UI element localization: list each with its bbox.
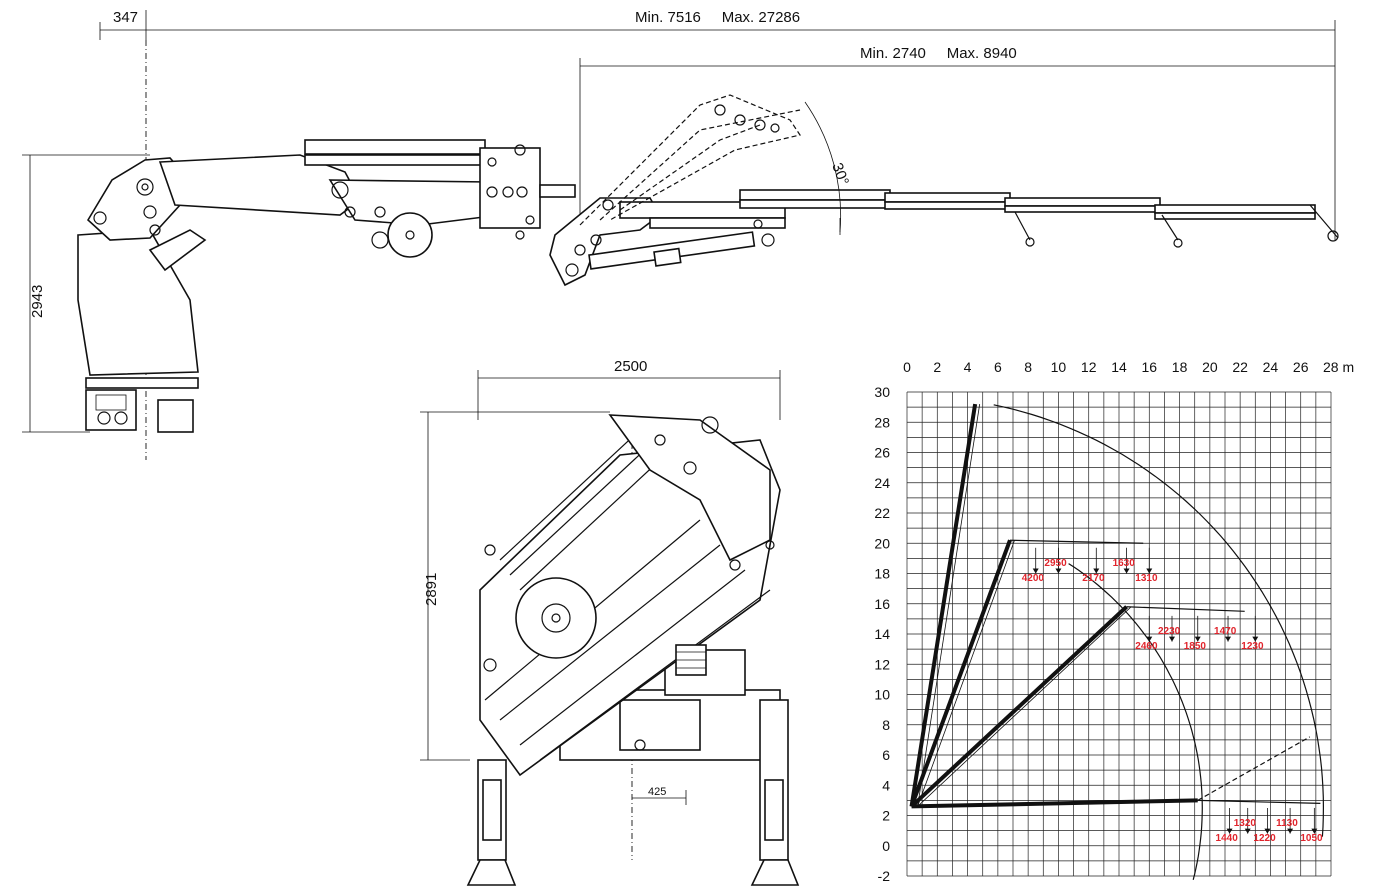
- x-tick-label: 18: [1172, 359, 1188, 375]
- y-tick-label: 4: [882, 777, 890, 793]
- load-value: 1050: [1300, 833, 1323, 844]
- y-tick-label: 6: [882, 747, 890, 763]
- front-view: 2500 2891 425: [420, 358, 800, 886]
- x-tick-label: 22: [1232, 359, 1248, 375]
- x-tick-label: 14: [1111, 359, 1127, 375]
- x-tick-label: 0: [903, 359, 911, 375]
- y-tick-label: -2: [878, 868, 891, 884]
- load-value: 2460: [1135, 641, 1158, 652]
- envelope-inner: [1068, 563, 1203, 880]
- x-tick-label: 2: [933, 359, 941, 375]
- load-value: 2950: [1044, 558, 1067, 569]
- dim-jib: Min. 2740 Max. 8940: [860, 45, 1017, 62]
- y-tick-label: 18: [874, 566, 890, 582]
- load-arrow-head: [1146, 636, 1153, 642]
- load-value: 1440: [1216, 833, 1239, 844]
- boom-line: [909, 539, 1012, 808]
- boom-positions: [909, 403, 1321, 809]
- load-arrow-head: [1225, 636, 1232, 642]
- dim-offset-347: 347: [113, 9, 138, 26]
- dim-height-2943: 2943: [29, 285, 46, 318]
- jib-raised-line: [1197, 736, 1311, 801]
- x-tick-label: 6: [994, 359, 1002, 375]
- dim-width-2500: 2500: [614, 358, 647, 375]
- load-value: 1470: [1214, 626, 1237, 637]
- boom-edge: [917, 606, 1132, 807]
- load-value: 1630: [1113, 558, 1136, 569]
- load-value: 2170: [1082, 573, 1105, 584]
- x-tick-label: 28 m: [1323, 359, 1354, 375]
- y-tick-label: 8: [882, 717, 890, 733]
- load-arrow-head: [1032, 568, 1039, 574]
- load-value: 1220: [1253, 833, 1276, 844]
- side-view: 347 Min. 7516 Max. 27286 Min. 2740 Max. …: [22, 9, 1339, 460]
- boom-edge: [917, 404, 981, 807]
- y-tick-label: 20: [874, 535, 890, 551]
- load-arrow-head: [1226, 828, 1233, 834]
- dim-height-2891: 2891: [423, 573, 440, 606]
- load-arrow-head: [1311, 828, 1318, 834]
- load-arrow-head: [1123, 568, 1130, 574]
- y-tick-label: 2: [882, 808, 890, 824]
- x-tick-label: 4: [964, 359, 972, 375]
- dim-outreach: Min. 7516 Max. 27286: [635, 9, 800, 26]
- load-arrow-head: [1146, 568, 1153, 574]
- load-arrow-head: [1194, 636, 1201, 642]
- load-arrow-head: [1055, 568, 1062, 574]
- load-arrow-head: [1252, 636, 1259, 642]
- x-tick-label: 12: [1081, 359, 1097, 375]
- y-tick-label: 14: [874, 626, 890, 642]
- load-value: 1850: [1184, 641, 1207, 652]
- load-value: 1310: [1135, 573, 1158, 584]
- y-tick-label: 30: [874, 384, 890, 400]
- load-arrow-head: [1244, 828, 1251, 834]
- load-value: 1130: [1276, 818, 1298, 829]
- x-tick-label: 10: [1051, 359, 1067, 375]
- x-tick-label: 26: [1293, 359, 1309, 375]
- jib-line: [1126, 606, 1245, 612]
- jib-line: [1197, 799, 1321, 804]
- load-value: 1320: [1234, 818, 1257, 829]
- envelope-outer: [993, 404, 1325, 837]
- boom-edge: [917, 540, 1015, 807]
- x-tick-label: 16: [1141, 359, 1157, 375]
- x-tick-label: 20: [1202, 359, 1218, 375]
- chart-grid: [906, 391, 1332, 877]
- boom-line: [909, 403, 978, 807]
- x-tick-label: 24: [1263, 359, 1279, 375]
- boom-line: [910, 605, 1128, 808]
- y-tick-label: 22: [874, 505, 890, 521]
- y-tick-label: 0: [882, 838, 890, 854]
- load-arrow-head: [1264, 828, 1271, 834]
- boom-edge: [917, 799, 1203, 807]
- y-tick-label: 12: [874, 656, 890, 672]
- x-tick-label: 8: [1024, 359, 1032, 375]
- load-arrow-head: [1287, 828, 1294, 834]
- load-value: 1230: [1241, 641, 1264, 652]
- angle-30: 30°: [828, 161, 852, 188]
- reach-envelope: [993, 404, 1325, 880]
- jib-line: [1009, 539, 1144, 544]
- load-arrow-head: [1093, 568, 1100, 574]
- y-tick-label: 10: [874, 687, 890, 703]
- y-tick-label: 24: [874, 475, 890, 491]
- dim-offset-425: 425: [648, 786, 666, 798]
- boom-tip-cluster: [486, 144, 535, 240]
- y-tick-label: 16: [874, 596, 890, 612]
- y-tick-label: 26: [874, 445, 890, 461]
- load-value: 2230: [1158, 626, 1181, 637]
- load-value: 4200: [1022, 573, 1045, 584]
- y-tick-label: 28: [874, 414, 890, 430]
- load-arrow-head: [1169, 636, 1175, 642]
